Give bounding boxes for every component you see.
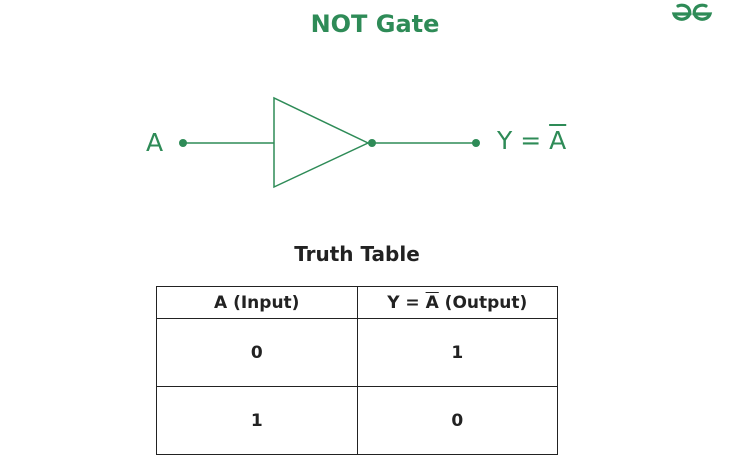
truth-table: A (Input) Y = A (Output) 0 1 1 0 (156, 286, 558, 455)
output-label: Y = A (497, 126, 566, 155)
table-row: 0 1 (156, 318, 558, 387)
cell-output: 0 (356, 386, 558, 455)
table-header-row: A (Input) Y = A (Output) (156, 286, 558, 319)
header-output-suffix: (Output) (438, 292, 528, 313)
input-label: A (146, 128, 164, 157)
truth-table-title: Truth Table (294, 242, 420, 266)
page-title: NOT Gate (310, 10, 440, 38)
cell-input: 1 (156, 386, 358, 455)
not-gate-triangle (273, 96, 370, 189)
table-row: 1 0 (156, 386, 558, 455)
header-output-negated: A (425, 292, 439, 313)
input-terminal (179, 139, 187, 147)
cell-output: 1 (356, 318, 558, 387)
output-label-prefix: Y = (497, 126, 550, 155)
gfg-logo-icon (671, 3, 713, 21)
cell-input: 0 (156, 318, 358, 387)
output-terminal (472, 139, 480, 147)
header-output-prefix: Y = (387, 292, 426, 313)
output-label-negated: A (549, 126, 567, 155)
header-input: A (Input) (156, 286, 358, 319)
header-output: Y = A (Output) (356, 286, 558, 319)
not-gate-diagram (179, 96, 480, 189)
